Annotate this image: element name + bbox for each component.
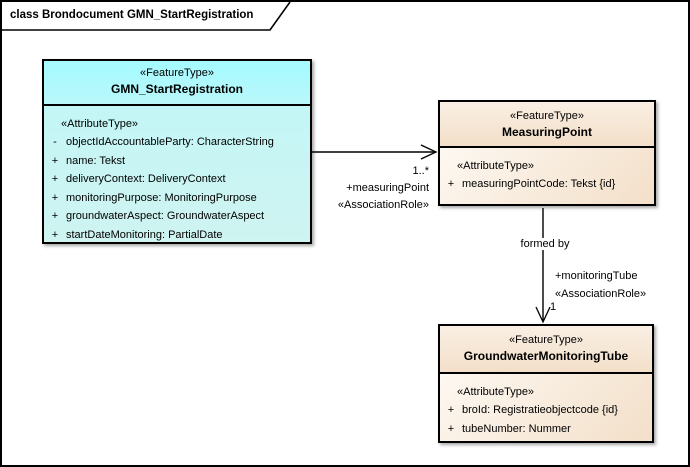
association-name: formed by [517,238,573,250]
attribute-row: + tubeNumber: Nummer [440,420,652,439]
attribute-type-header: «AttributeType» [457,160,535,172]
attribute-compartment: «AttributeType» - objectIdAccountablePar… [44,106,310,242]
diagram-frame-title: class Brondocument GMN_StartRegistration [10,9,254,21]
attribute-text: startDateMonitoring: PartialDate [66,228,223,241]
class-name: GMN_StartRegistration [110,82,244,96]
attribute-text: name: Tekst [66,154,126,167]
visibility-symbol: + [51,173,59,185]
open-arrowhead-right-icon [420,144,438,160]
stereotype-label: «FeatureType» [140,67,214,79]
attribute-text: deliveryContext: DeliveryContext [66,173,226,185]
attribute-type-header: «AttributeType» [61,118,139,130]
class-gmn-startregistration[interactable]: «FeatureType» GMN_StartRegistration «Att… [42,59,312,244]
visibility-symbol: + [51,210,59,222]
association-measuring-point[interactable] [312,144,438,160]
attribute-compartment: «AttributeType» + broId: Registratieobje… [440,374,652,441]
class-name: MeasuringPoint [501,125,592,139]
attribute-text: tubeNumber: Nummer [462,422,571,435]
attribute-row: + name: Tekst [44,152,310,171]
association-monitoring-tube[interactable] [535,208,551,324]
association-measuring-point-labels: 1..* +measuringPoint «AssociationRole» [338,163,429,214]
stereotype-label: «FeatureType» [509,334,583,346]
class-header: «FeatureType» GroundwaterMonitoringTube [440,326,652,374]
association-stereotype: «AssociationRole» [555,288,647,300]
visibility-symbol: + [51,228,59,241]
visibility-symbol: + [51,154,59,167]
class-groundwatermonitoringtube[interactable]: «FeatureType» GroundwaterMonitoringTube … [438,324,654,443]
visibility-symbol: + [447,178,455,190]
visibility-symbol: + [51,191,59,204]
attribute-row: + measuringPointCode: Tekst {id} [440,175,654,194]
attribute-text: broId: Registratieobjectcode {id} [462,404,618,416]
attribute-text: groundwaterAspect: GroundwaterAspect [66,210,265,222]
association-stereotype: «AssociationRole» [337,199,429,211]
visibility-symbol: + [447,422,455,435]
association-role: +measuringPoint [346,182,429,194]
association-role: +monitoringTube [555,270,638,282]
attribute-row: + deliveryContext: DeliveryContext [44,170,310,189]
attribute-text: measuringPointCode: Tekst {id} [462,178,616,190]
class-header: «FeatureType» GMN_StartRegistration [44,61,310,106]
attribute-row: + broId: Registratieobjectcode {id} [440,401,652,420]
open-arrowhead-down-icon [535,306,551,324]
attribute-row: - objectIdAccountableParty: CharacterStr… [44,133,310,152]
visibility-symbol: + [447,404,455,416]
attribute-row: + startDateMonitoring: PartialDate [44,226,310,245]
stereotype-label: «FeatureType» [510,110,584,122]
attribute-text: monitoringPurpose: MonitoringPurpose [66,191,257,204]
class-header: «FeatureType» MeasuringPoint [440,102,654,148]
attribute-type-header: «AttributeType» [457,386,535,398]
association-multiplicity: 1..* [412,165,429,177]
visibility-symbol: - [53,136,57,148]
attribute-compartment: «AttributeType» + measuringPointCode: Te… [440,148,654,204]
association-multiplicity: 1 [550,301,557,313]
class-measuringpoint[interactable]: «FeatureType» MeasuringPoint «AttributeT… [438,100,656,206]
association-monitoring-tube-labels: +monitoringTube «AssociationRole» [555,267,646,303]
attribute-row: + groundwaterAspect: GroundwaterAspect [44,207,310,226]
class-name: GroundwaterMonitoringTube [463,349,629,363]
attribute-row: + monitoringPurpose: MonitoringPurpose [44,189,310,208]
attribute-text: objectIdAccountableParty: CharacterStrin… [66,136,274,148]
